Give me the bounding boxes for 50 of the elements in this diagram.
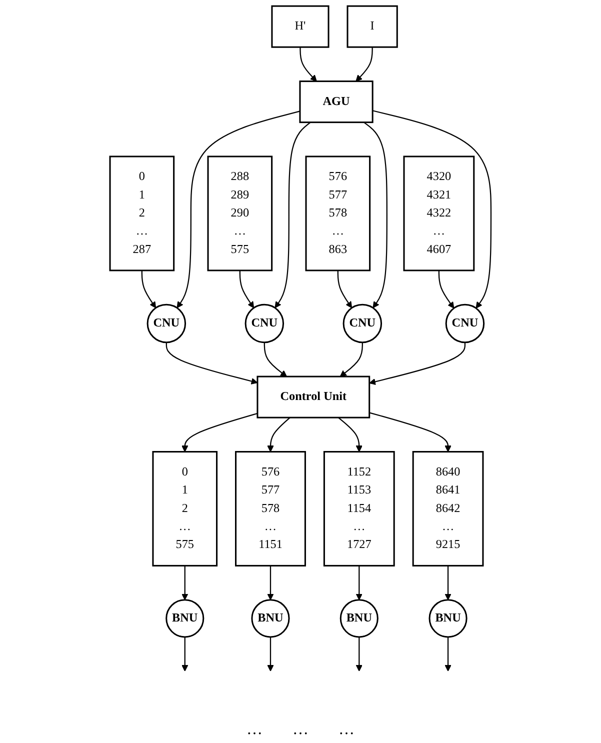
- node-box: [346, 5, 398, 48]
- arrow: [372, 110, 492, 309]
- arrow: [356, 636, 362, 672]
- node-circle: [342, 304, 382, 344]
- ellipsis-label: …: [292, 721, 308, 739]
- node-box: [152, 451, 218, 566]
- arrow: [182, 566, 188, 600]
- node-circle: [146, 304, 186, 344]
- ellipsis-label: …: [246, 721, 262, 739]
- arrow: [300, 47, 317, 82]
- node-box: [323, 451, 395, 566]
- node-box: [256, 376, 370, 418]
- arrow: [141, 270, 156, 308]
- node-box: [403, 156, 475, 272]
- node-box: [109, 156, 175, 272]
- node-circle: [251, 599, 290, 638]
- node-box: [412, 451, 484, 566]
- arrow: [369, 412, 452, 452]
- arrow: [166, 342, 258, 384]
- node-box: [271, 5, 330, 48]
- node-box: [235, 451, 306, 566]
- arrow: [182, 412, 258, 452]
- node-circle: [340, 599, 378, 638]
- node-circle: [244, 304, 284, 344]
- arrow: [444, 566, 452, 600]
- arrow: [364, 122, 388, 308]
- arrow: [267, 566, 274, 600]
- node-circle: [166, 599, 204, 638]
- arrow: [176, 110, 300, 308]
- ellipsis-label: …: [338, 721, 354, 739]
- arrow: [239, 270, 254, 308]
- arrow: [444, 636, 452, 672]
- node-circle: [428, 599, 468, 638]
- arrow: [356, 566, 362, 600]
- arrow: [340, 342, 363, 377]
- arrow: [264, 342, 287, 377]
- arrow: [267, 417, 290, 452]
- arrow: [338, 417, 362, 452]
- arrow: [356, 47, 373, 82]
- arrow: [182, 636, 188, 672]
- arrow: [438, 270, 454, 309]
- block-diagram: 0 1 2 … 287 288 289 290 … 575 576 577 578 … 863 4320 4321 4322 … 4607 H' I AGU CNU CNU CNU CNU Control Unit 0 1 2 … 575 576 577 578 … 1151 1152 1153 1154 … 1727 8640 8641 8642 … 9215 BNU BNU BNU BNU: [0, 0, 601, 700]
- arrow: [267, 636, 274, 672]
- arrow: [337, 270, 352, 308]
- node-box: [207, 156, 273, 272]
- arrow: [274, 122, 311, 308]
- node-circle: [445, 304, 485, 344]
- arrow: [369, 342, 466, 385]
- node-box: [299, 80, 374, 124]
- node-box: [305, 156, 371, 272]
